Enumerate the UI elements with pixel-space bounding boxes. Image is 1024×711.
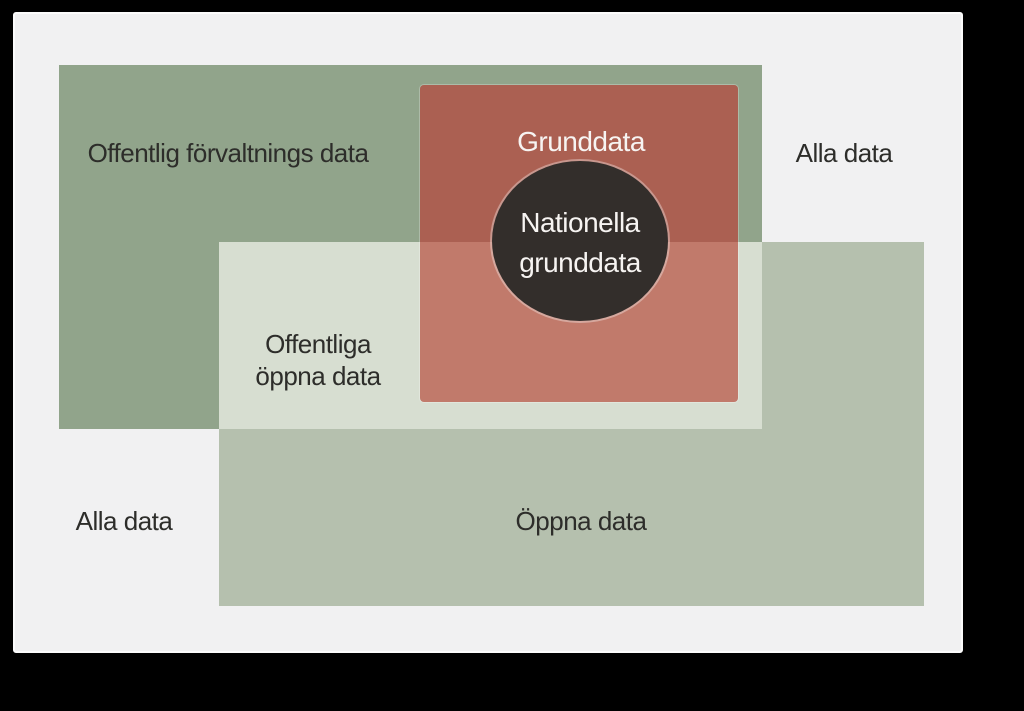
diagram-card: Offentlig förvaltnings data Grunddata Al…	[13, 12, 963, 653]
label-nationella-grunddata-line2: grunddata	[519, 247, 641, 278]
label-alla-data-bottom-left: Alla data	[75, 506, 173, 536]
circle-nationella-grunddata	[492, 161, 668, 321]
label-nationella-grunddata-line1: Nationella	[520, 207, 640, 238]
label-offentliga-oppna-data-line2: öppna data	[255, 361, 381, 391]
label-grunddata: Grunddata	[517, 126, 645, 157]
label-offentliga-oppna-data-line1: Offentliga	[265, 329, 371, 359]
label-oppna-data: Öppna data	[515, 506, 647, 536]
label-nationella-grunddata: Nationella grunddata	[519, 203, 641, 283]
label-alla-data-top-right: Alla data	[795, 138, 893, 168]
label-offentliga-oppna-data: Offentliga öppna data	[255, 328, 381, 392]
label-offentlig-forvaltnings-data: Offentlig förvaltnings data	[87, 138, 369, 168]
